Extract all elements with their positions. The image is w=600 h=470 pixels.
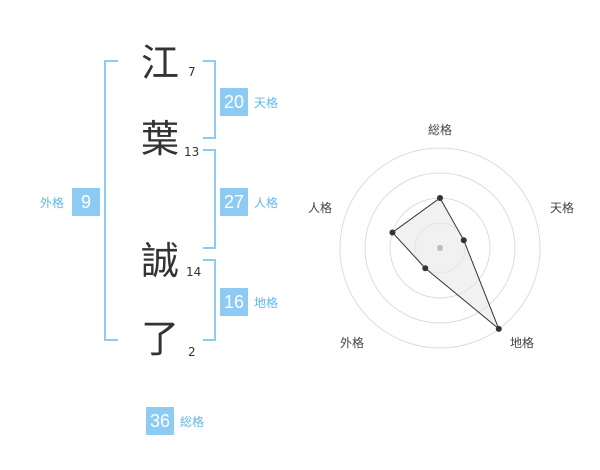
soukaku-value: 36 bbox=[146, 407, 174, 435]
jinkaku-label: 人格 bbox=[254, 196, 279, 210]
radar-center bbox=[437, 245, 443, 251]
tenkaku-value: 20 bbox=[220, 88, 248, 116]
radar-label-chikaku: 地格 bbox=[510, 336, 535, 350]
name-char-1: 江 bbox=[140, 41, 179, 85]
name-char-3: 誠 bbox=[140, 239, 179, 283]
radar-point bbox=[422, 265, 429, 272]
name-char-2: 葉 bbox=[140, 117, 179, 161]
gaikaku-label: 外格 bbox=[40, 196, 65, 210]
radar-point bbox=[389, 229, 396, 236]
stroke-count-3: 14 bbox=[186, 265, 202, 279]
radar-label-tenkaku: 天格 bbox=[550, 201, 575, 215]
gaikaku-bracket bbox=[104, 60, 118, 341]
radar-label-jinkaku: 人格 bbox=[308, 201, 333, 215]
radar-label-soukaku: 総格 bbox=[428, 123, 453, 137]
radar-point bbox=[495, 325, 502, 332]
radar-point bbox=[437, 195, 443, 201]
stroke-count-1: 7 bbox=[188, 65, 196, 79]
chikaku-bracket bbox=[203, 259, 216, 341]
tenkaku-label: 天格 bbox=[254, 96, 279, 110]
radar-point bbox=[460, 237, 467, 244]
soukaku-label: 総格 bbox=[180, 415, 205, 429]
gaikaku-value: 9 bbox=[72, 188, 100, 216]
tenkaku-bracket bbox=[203, 60, 216, 139]
jinkaku-value: 27 bbox=[220, 188, 248, 216]
radar-polygon bbox=[391, 197, 500, 330]
name-char-4: 了 bbox=[140, 317, 179, 361]
jinkaku-bracket bbox=[203, 149, 216, 249]
chikaku-value: 16 bbox=[220, 288, 248, 316]
stroke-count-2: 13 bbox=[184, 145, 200, 159]
radar-label-gaikaku: 外格 bbox=[340, 336, 365, 350]
stroke-count-4: 2 bbox=[188, 345, 196, 359]
chikaku-label: 地格 bbox=[254, 296, 279, 310]
